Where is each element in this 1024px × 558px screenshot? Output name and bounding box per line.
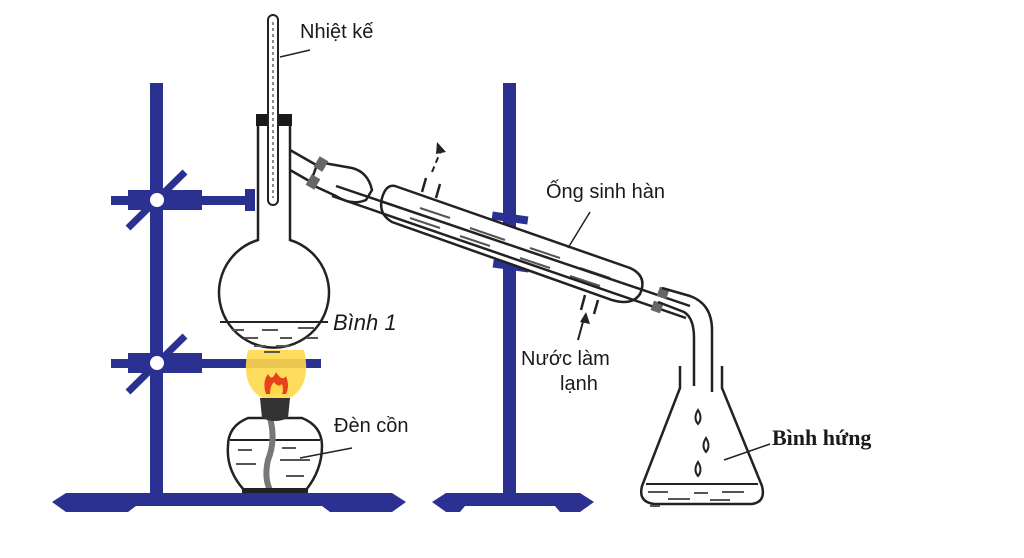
receiver-leader	[723, 443, 771, 461]
alcohol-lamp	[226, 398, 324, 493]
label-thermometer: Nhiệt kế	[300, 21, 373, 43]
left-stand-base	[52, 493, 406, 512]
label-cooling-water-line2: lạnh	[560, 373, 598, 395]
receiving-flask	[640, 366, 765, 507]
distillation-flask	[217, 114, 331, 353]
left-stand	[52, 83, 406, 512]
clamp-knob-icon	[150, 356, 164, 370]
right-stand-rod	[503, 83, 516, 498]
lamp-cap	[260, 398, 290, 421]
flask-liquid	[232, 327, 318, 353]
right-stand	[432, 83, 594, 512]
condenser-leader	[567, 211, 591, 249]
wick	[263, 417, 276, 492]
label-flask1: Bình 1	[333, 310, 397, 335]
thermometer-leader	[279, 49, 311, 58]
label-condenser: Ống sinh hàn	[546, 179, 665, 203]
distillate-drops	[694, 408, 710, 478]
left-stand-rod	[150, 83, 163, 495]
label-cooling-water: Nước làm	[521, 348, 610, 370]
label-alcohol-lamp: Đèn cồn	[334, 415, 409, 437]
upper-clamp	[111, 169, 255, 231]
adapter-tube	[650, 286, 714, 392]
lamp-fuel	[236, 447, 310, 477]
lower-clamp	[111, 333, 321, 395]
lamp-leader	[299, 447, 353, 459]
arrow-up-icon	[580, 312, 590, 324]
flame	[245, 350, 307, 398]
arrow-up-icon	[436, 142, 446, 154]
clamp-knob-icon	[150, 193, 164, 207]
thermometer	[267, 14, 279, 206]
label-receiving-flask: Bình hứng	[772, 425, 871, 450]
distillate-liquid	[648, 491, 744, 507]
condenser	[305, 142, 691, 341]
right-stand-base	[432, 493, 594, 512]
